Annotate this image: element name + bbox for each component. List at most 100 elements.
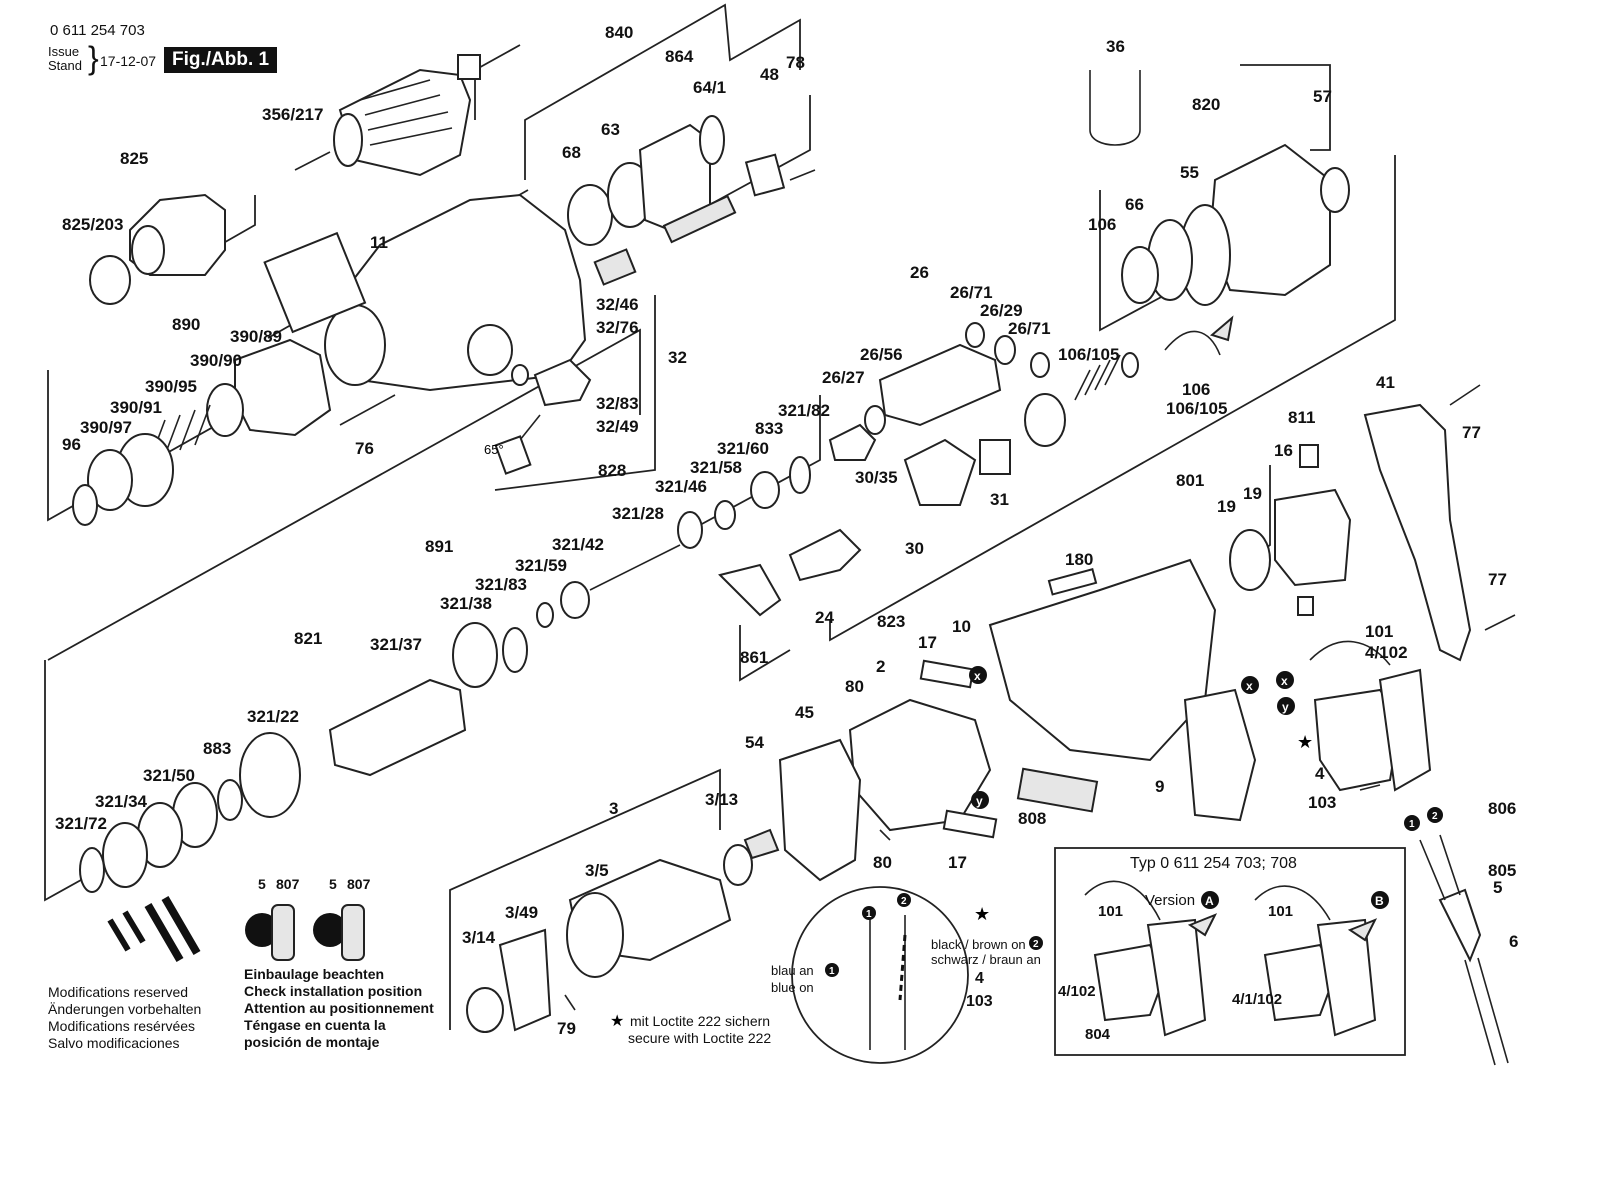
issue-date: 17-12-07: [100, 53, 157, 69]
part-label: 32/49: [596, 417, 639, 436]
part-label: 321/83: [475, 575, 527, 594]
brush-small: [1297, 596, 1314, 616]
chuck-knurl: [359, 79, 453, 146]
part-label: 805: [1488, 861, 1516, 880]
frame-3: [449, 768, 721, 1030]
brush-holder-16: [1274, 488, 1352, 587]
marker-one-cable-text: 1: [1409, 819, 1415, 830]
spring-106-105-b: [1164, 330, 1221, 356]
part-label: 9: [1155, 777, 1164, 796]
part-label: 45: [795, 703, 814, 722]
brush-stripes-a: [107, 910, 146, 952]
bearing-3-13: [723, 844, 753, 886]
type-box-part-101-a: 101: [1098, 903, 1124, 920]
part-label: 321/46: [655, 477, 707, 496]
marker-x-1-text: x: [974, 669, 981, 683]
marker-version-a: [1201, 891, 1219, 909]
type-box-frame: [1054, 847, 1406, 1056]
part-label: 10: [952, 617, 971, 636]
type-box-part-4-102: 4/102: [1058, 983, 1096, 1000]
part-label: 19: [1243, 484, 1262, 503]
impact-mechanism-26: [828, 322, 1066, 506]
part-label: 321/34: [95, 792, 148, 811]
part-label: 801: [1176, 471, 1204, 490]
part-label: 31: [990, 490, 1009, 509]
part-label: 30: [905, 539, 924, 558]
part-label: 828: [598, 461, 626, 480]
switch-body-version-a: [1146, 918, 1207, 1037]
bracket-48: [744, 153, 786, 197]
clip-36: [1089, 70, 1141, 146]
part-label: 26/29: [980, 301, 1023, 320]
modifications-line: Modifications resérvées: [48, 1018, 196, 1034]
loctite-line: secure with Loctite 222: [628, 1030, 772, 1046]
part-label: 17: [918, 633, 937, 652]
chuck-body: [338, 68, 472, 177]
marker-one-detail-text: 1: [866, 909, 872, 920]
housing-selector: [467, 324, 513, 376]
detail-circle: [791, 886, 969, 1064]
brush-marker-left: [245, 913, 279, 947]
wiring-part-4: 4: [975, 970, 984, 987]
ring-32-76: [511, 364, 529, 386]
part-label: 32/46: [596, 295, 639, 314]
motor-housing-10: [988, 558, 1257, 822]
frame-840: [524, 3, 801, 180]
switch-assembly: [1309, 640, 1432, 792]
switch-body: [1378, 668, 1432, 792]
issue-stand-label: Issue Stand: [48, 45, 82, 73]
screw-77-top: [1449, 384, 1481, 406]
installation-line: posición de montaje: [244, 1034, 380, 1050]
part-label: 825/203: [62, 215, 123, 234]
wiring-schwarz-braun: schwarz / braun an: [931, 952, 1041, 967]
part-label: 806: [1488, 799, 1516, 818]
marker-y-2-text: y: [1282, 700, 1289, 714]
part-label: 32/83: [596, 394, 639, 413]
clutch-861: [718, 563, 782, 617]
frame-48: [699, 95, 811, 211]
installation-line: Einbaulage beachten: [244, 966, 385, 982]
brush-811: [1299, 444, 1319, 468]
marker-one-cable: [1404, 815, 1420, 831]
frame-861: [739, 625, 791, 682]
angle-label: 65°: [484, 442, 504, 457]
brush-assembly: [1229, 444, 1352, 616]
bearing-flange-820: [1089, 70, 1350, 306]
arrow-version-a: [1187, 913, 1218, 937]
housing-11: [263, 193, 587, 392]
part-label: 321/82: [778, 401, 830, 420]
wiring-blau-an: blau an: [771, 963, 814, 978]
label-strip: [662, 194, 737, 244]
part-label: 808: [1018, 809, 1046, 828]
marker-two-detail-text: 2: [901, 896, 907, 907]
part-label: 390/89: [230, 327, 282, 346]
star-icon: ★: [610, 1013, 624, 1030]
part-label: 890: [172, 315, 200, 334]
sleeve-390-89: [234, 338, 332, 437]
ring-833: [750, 471, 780, 509]
part-label: 811: [1288, 408, 1315, 427]
gear-321-22: [239, 732, 301, 818]
latch-32: [494, 435, 532, 475]
part-label: 77: [1488, 570, 1507, 589]
part-label: 48: [760, 65, 779, 84]
part-label: 321/58: [690, 458, 742, 477]
fan-3-5: [566, 892, 624, 978]
screw-80: [879, 829, 891, 841]
gear-housing: [328, 193, 587, 392]
ring-390-90: [206, 383, 244, 437]
baffle-54: [743, 828, 780, 860]
type-box-part-4-1-102: 4/1/102: [1232, 991, 1283, 1008]
label-plate-11: [263, 231, 367, 334]
frame-825: [219, 195, 256, 246]
marker-x-2-text: x: [1246, 679, 1253, 693]
part-label: 76: [355, 439, 374, 458]
cable-cord: [1464, 957, 1509, 1066]
drill-chuck: [294, 54, 481, 177]
part-label: 321/37: [370, 635, 422, 654]
part-label: 2: [876, 657, 885, 676]
legend-num-5-right: 5: [329, 876, 337, 892]
knob-32-83: [533, 358, 592, 407]
ring-390-97: [87, 449, 133, 511]
